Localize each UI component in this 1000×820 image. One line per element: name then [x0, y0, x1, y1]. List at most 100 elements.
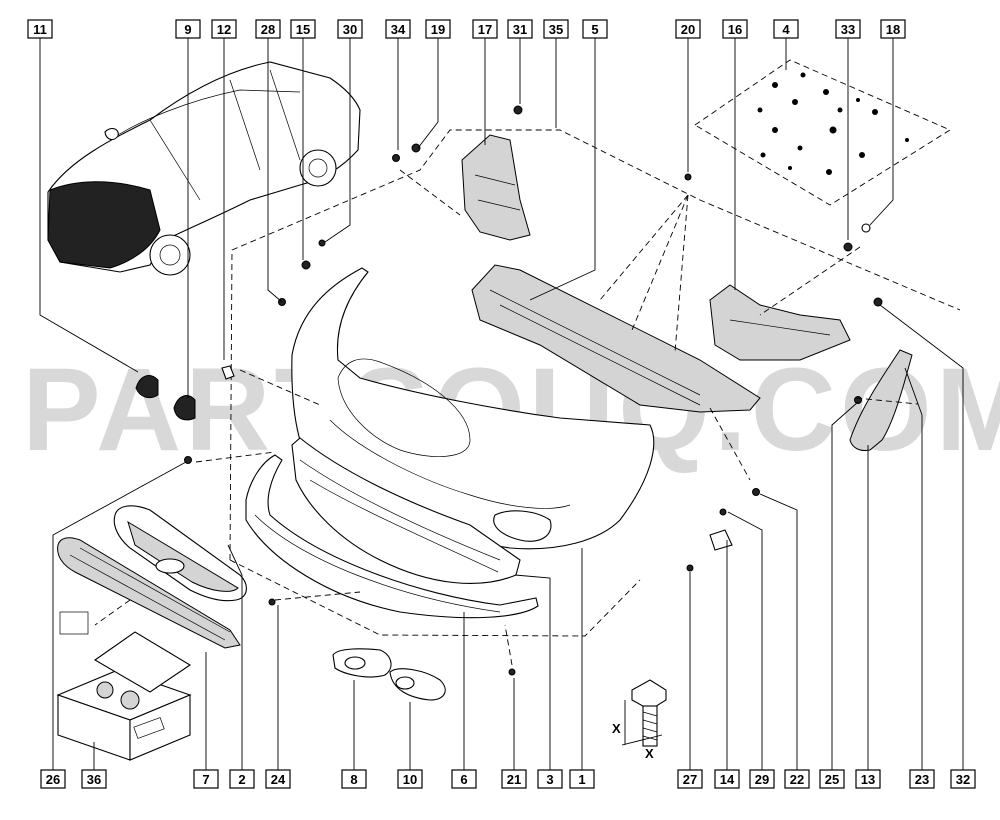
callout-27: 27	[677, 769, 703, 789]
side-bracket-left-2	[173, 395, 196, 421]
callout-label: 36	[87, 772, 101, 787]
callout-9: 9	[175, 19, 201, 39]
callout-21: 21	[501, 769, 527, 789]
callout-20: 20	[675, 19, 701, 39]
callout-23: 23	[909, 769, 935, 789]
callout-24: 24	[265, 769, 291, 789]
callout-label: 35	[549, 22, 563, 37]
fasteners	[184, 105, 883, 676]
callout-2: 2	[229, 769, 255, 789]
callout-4: 4	[773, 19, 799, 39]
callout-6: 6	[451, 769, 477, 789]
callout-label: 22	[790, 772, 804, 787]
callout-label: 15	[296, 22, 310, 37]
callout-label: 10	[403, 772, 417, 787]
label-tag	[59, 611, 89, 635]
callout-label: 6	[460, 772, 467, 787]
callout-12: 12	[211, 19, 237, 39]
callout-label: 25	[825, 772, 839, 787]
callout-label: 33	[841, 22, 855, 37]
callout-label: 11	[33, 22, 47, 37]
callout-18: 18	[880, 19, 906, 39]
dimension-x-length: X	[612, 721, 621, 736]
callout-3: 3	[537, 769, 563, 789]
callout-label: 7	[202, 772, 209, 787]
parts-box	[56, 631, 192, 761]
vehicle-locator-illustration	[47, 61, 361, 276]
callout-label: 9	[184, 22, 191, 37]
callout-11: 11	[27, 19, 53, 39]
callout-34: 34	[385, 19, 411, 39]
front-bumper-cover	[291, 267, 655, 550]
callout-label: 28	[261, 22, 275, 37]
assembly-outline	[229, 129, 961, 561]
callout-label: 27	[683, 772, 697, 787]
callout-14: 14	[714, 769, 740, 789]
callout-label: 2	[238, 772, 245, 787]
leader-lines	[39, 38, 964, 770]
callout-31: 31	[507, 19, 533, 39]
callout-19: 19	[425, 19, 451, 39]
callout-16: 16	[722, 19, 748, 39]
callout-label: 26	[46, 772, 60, 787]
callout-label: 31	[513, 22, 527, 37]
callout-label: 21	[507, 772, 521, 787]
clip-12	[221, 365, 235, 380]
callout-label: 24	[271, 772, 286, 787]
callout-label: 23	[915, 772, 929, 787]
fog-lamp-bezel-right	[389, 668, 446, 701]
side-bracket-left	[135, 375, 159, 399]
lower-spoiler	[245, 454, 539, 619]
callout-label: 30	[343, 22, 357, 37]
dimension-x-diameter: X	[645, 746, 654, 761]
callout-30: 30	[337, 19, 363, 39]
callout-label: 34	[391, 22, 406, 37]
callout-33: 33	[835, 19, 861, 39]
callout-36: 36	[81, 769, 107, 789]
callout-29: 29	[749, 769, 775, 789]
callout-22: 22	[784, 769, 810, 789]
callout-7: 7	[193, 769, 219, 789]
callout-label: 29	[755, 772, 769, 787]
callout-8: 8	[341, 769, 367, 789]
impact-absorber	[291, 437, 521, 584]
bracket-left	[461, 134, 531, 241]
callout-label: 17	[478, 22, 492, 37]
callout-label: 8	[350, 772, 357, 787]
callout-15: 15	[290, 19, 316, 39]
callout-17: 17	[472, 19, 498, 39]
bumper-reinforcement	[471, 264, 761, 413]
callout-label: 4	[782, 22, 790, 37]
bracket-right	[709, 284, 851, 361]
fastener-kit	[694, 59, 951, 206]
upper-grille	[113, 505, 247, 602]
callout-label: 20	[681, 22, 695, 37]
callout-label: 19	[431, 22, 445, 37]
bolt-dimension-diagram: X X	[612, 679, 667, 761]
callout-32: 32	[950, 769, 976, 789]
callout-label: 3	[546, 772, 553, 787]
callout-label: 13	[861, 772, 875, 787]
callout-10: 10	[397, 769, 423, 789]
callout-25: 25	[819, 769, 845, 789]
callout-label: 16	[728, 22, 742, 37]
callout-35: 35	[543, 19, 569, 39]
callout-26: 26	[40, 769, 66, 789]
lower-grille	[57, 537, 241, 649]
fog-lamp-bezel-left	[332, 648, 392, 678]
callout-5: 5	[582, 19, 608, 39]
callout-label: 1	[578, 772, 585, 787]
callout-label: 32	[956, 772, 970, 787]
callout-label: 12	[217, 22, 231, 37]
callout-label: 5	[591, 22, 598, 37]
callouts-bottom: 26 36 7 2 24 8 10 6 21 3 1 27 14 29 22 25 13 23 32	[40, 769, 976, 789]
callout-label: 14	[720, 772, 735, 787]
callout-label: 18	[886, 22, 900, 37]
assembly-arrows	[94, 169, 919, 666]
callout-13: 13	[855, 769, 881, 789]
callout-28: 28	[255, 19, 281, 39]
callouts-top: 11 9 12 28 15 30 34 19 17 31 35 5 20 16 4 33 18	[27, 19, 906, 39]
callout-1: 1	[569, 769, 595, 789]
